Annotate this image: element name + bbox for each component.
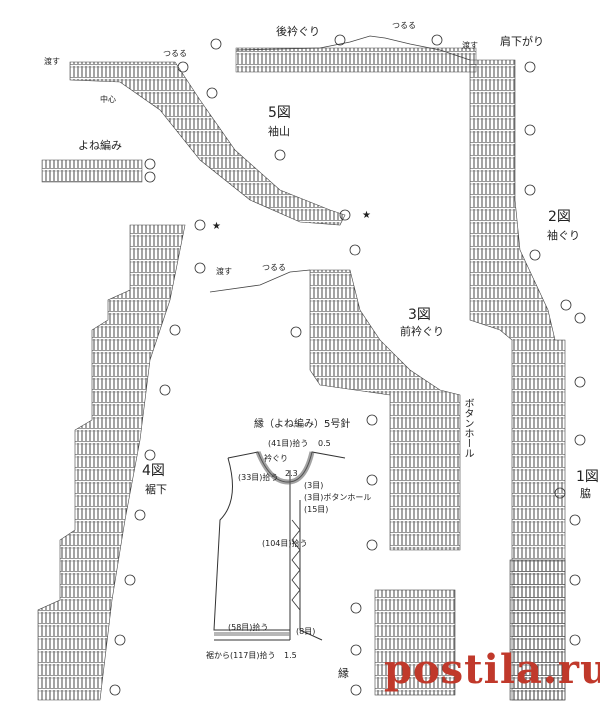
tsuru-label-1: つるる [163,49,187,58]
figure-1-2-chart [469,59,566,701]
edge-block-chart [374,559,566,701]
fig3-number: 3図 [408,307,431,323]
figure-4-chart [37,224,186,701]
figure-3-chart [309,269,461,551]
tsuru-label-2: つるる [392,21,416,30]
row-3: (3目) [304,481,324,490]
star-mark-1: ★ [212,221,221,232]
top-pickup: (41目)拾う [268,439,309,448]
front-shoulder-line [209,269,311,293]
neck-pickup: 衿ぐり [264,454,288,463]
row-15: (15目) [304,505,329,514]
fig4-number: 4図 [142,463,165,479]
neck-count: 2.3 [285,469,298,478]
hem-pickup: (58目)拾う [228,623,269,632]
buttonhole-3: (3目)ボタンホール [304,493,372,502]
row-markers [109,34,586,696]
fig2-number: 2図 [548,209,571,225]
bottom-measure: 1.5 [284,651,297,660]
buttonhole-label: ボタンホール [462,398,473,458]
schematic-title: 縁（よね編み）5号針 [254,419,351,430]
yone-label: よね編み [78,139,122,152]
shoulder-pickup: (33目)拾う [238,473,279,482]
shoulder-down-label: 肩下がり [500,35,544,48]
top-measure: 0.5 [318,439,331,448]
fig1-name: 脇 [580,487,591,500]
hem-8: (8目) [296,627,316,636]
tsuru-label-3: つるる [262,263,286,272]
skip-label-2: 渡す [462,41,478,50]
fig2-name: 袖ぐり [547,229,580,242]
fig3-name: 前衿ぐり [400,325,444,338]
fig4-name: 裾下 [145,483,167,496]
fig5-number: 5図 [268,105,291,121]
star-mark-2: ★ [362,210,371,221]
fig5-name: 袖山 [268,125,290,138]
zigzag-edge [291,519,301,611]
skip-label-1: 渡す [44,57,60,66]
back-neck-chart [235,47,477,73]
front-pickup: (104目)拾う [262,539,308,548]
edge-label: 縁 [338,667,349,680]
skip-label-3: 渡す [216,267,232,276]
center-label: 中心 [100,95,116,104]
from-hem: 裾から(117目)拾う [206,651,276,660]
figure-5-chart [69,61,346,226]
neck-edge-shade [255,451,315,485]
back-neckline-label: 後衿ぐり [276,25,320,38]
watermark: postila.ru [384,646,600,693]
fig1-number: 1図 [576,469,599,485]
yone-sample [41,159,143,183]
